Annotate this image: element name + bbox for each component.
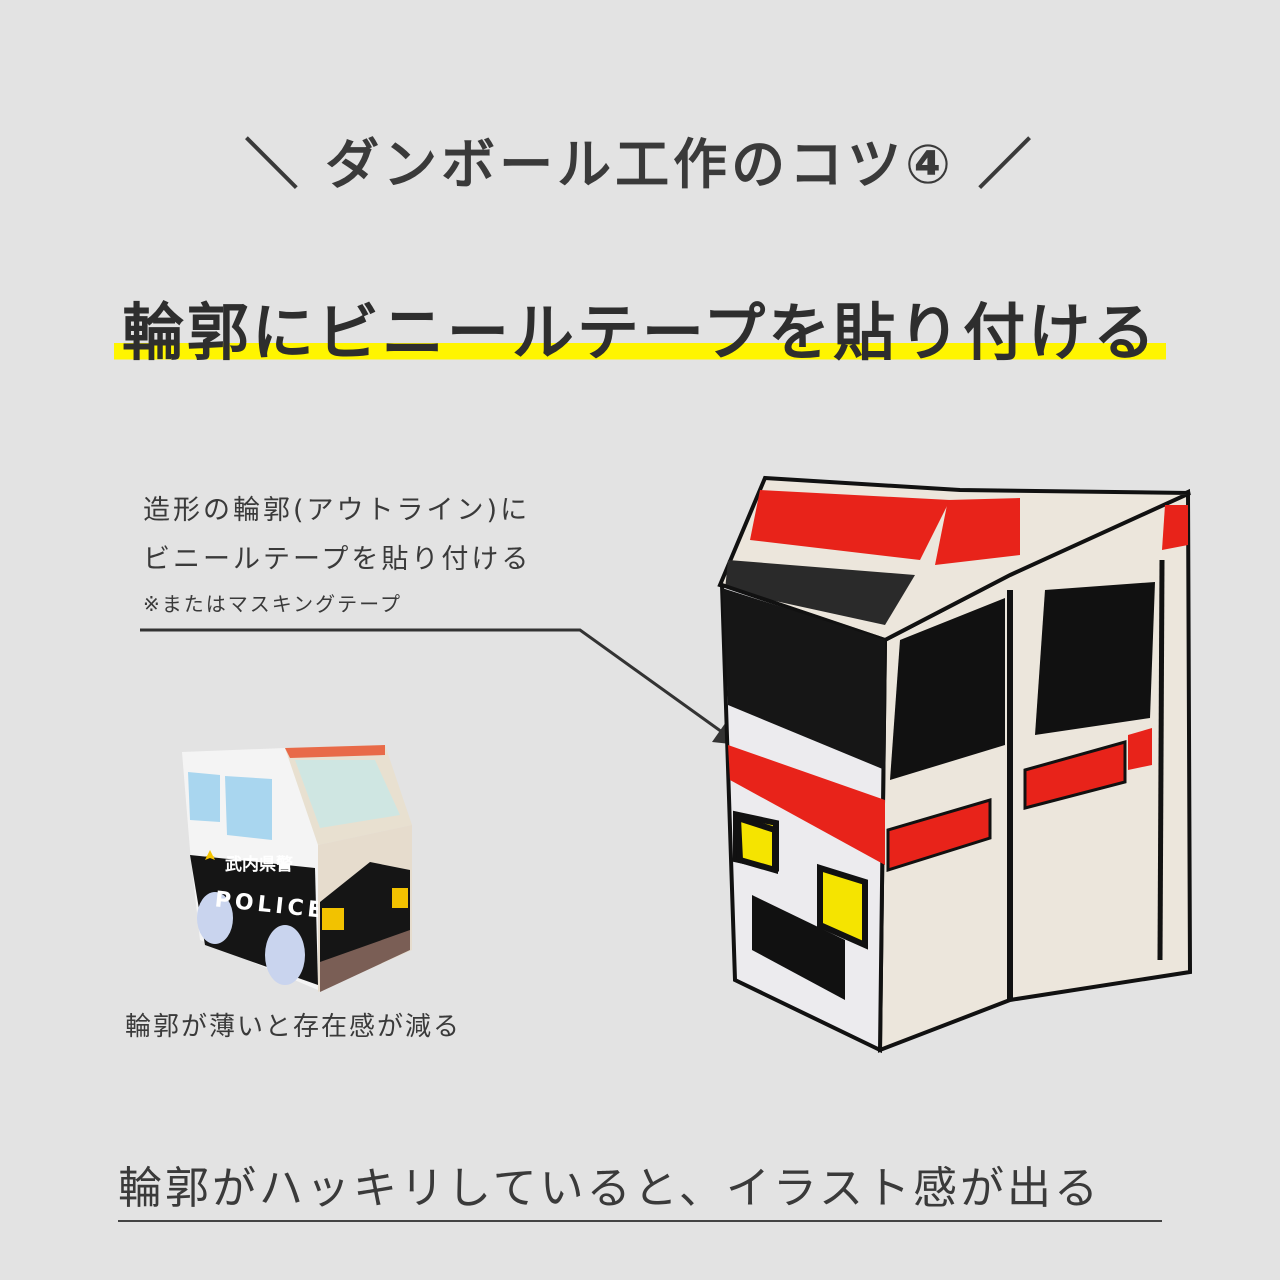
callout-line-2: ビニールテープを貼り付ける (143, 544, 532, 575)
train-box-photo (717, 475, 1193, 1054)
police-caption: 輪郭が薄いと存在感が減る (125, 1012, 461, 1042)
callout-note: ※またはマスキングテープ (143, 592, 402, 616)
subtitle-container: 輪郭にビニールテープを貼り付ける (0, 282, 1280, 372)
page-subtitle: 輪郭にビニールテープを貼り付ける (113, 282, 1167, 372)
star-icon (205, 850, 215, 860)
page-title: ＼ ダンボール工作のコツ④ ／ (244, 133, 1036, 196)
callout-arrow (140, 628, 740, 745)
footer-text: 輪郭がハッキリしていると、イラスト感が出る (118, 1152, 1162, 1222)
callout-line-1: 造形の輪郭(アウトライン)に (143, 495, 531, 526)
police-box-photo: 武内県警 POLICE (182, 745, 412, 992)
police-lettering-kanji: 武内県警 (225, 854, 293, 875)
